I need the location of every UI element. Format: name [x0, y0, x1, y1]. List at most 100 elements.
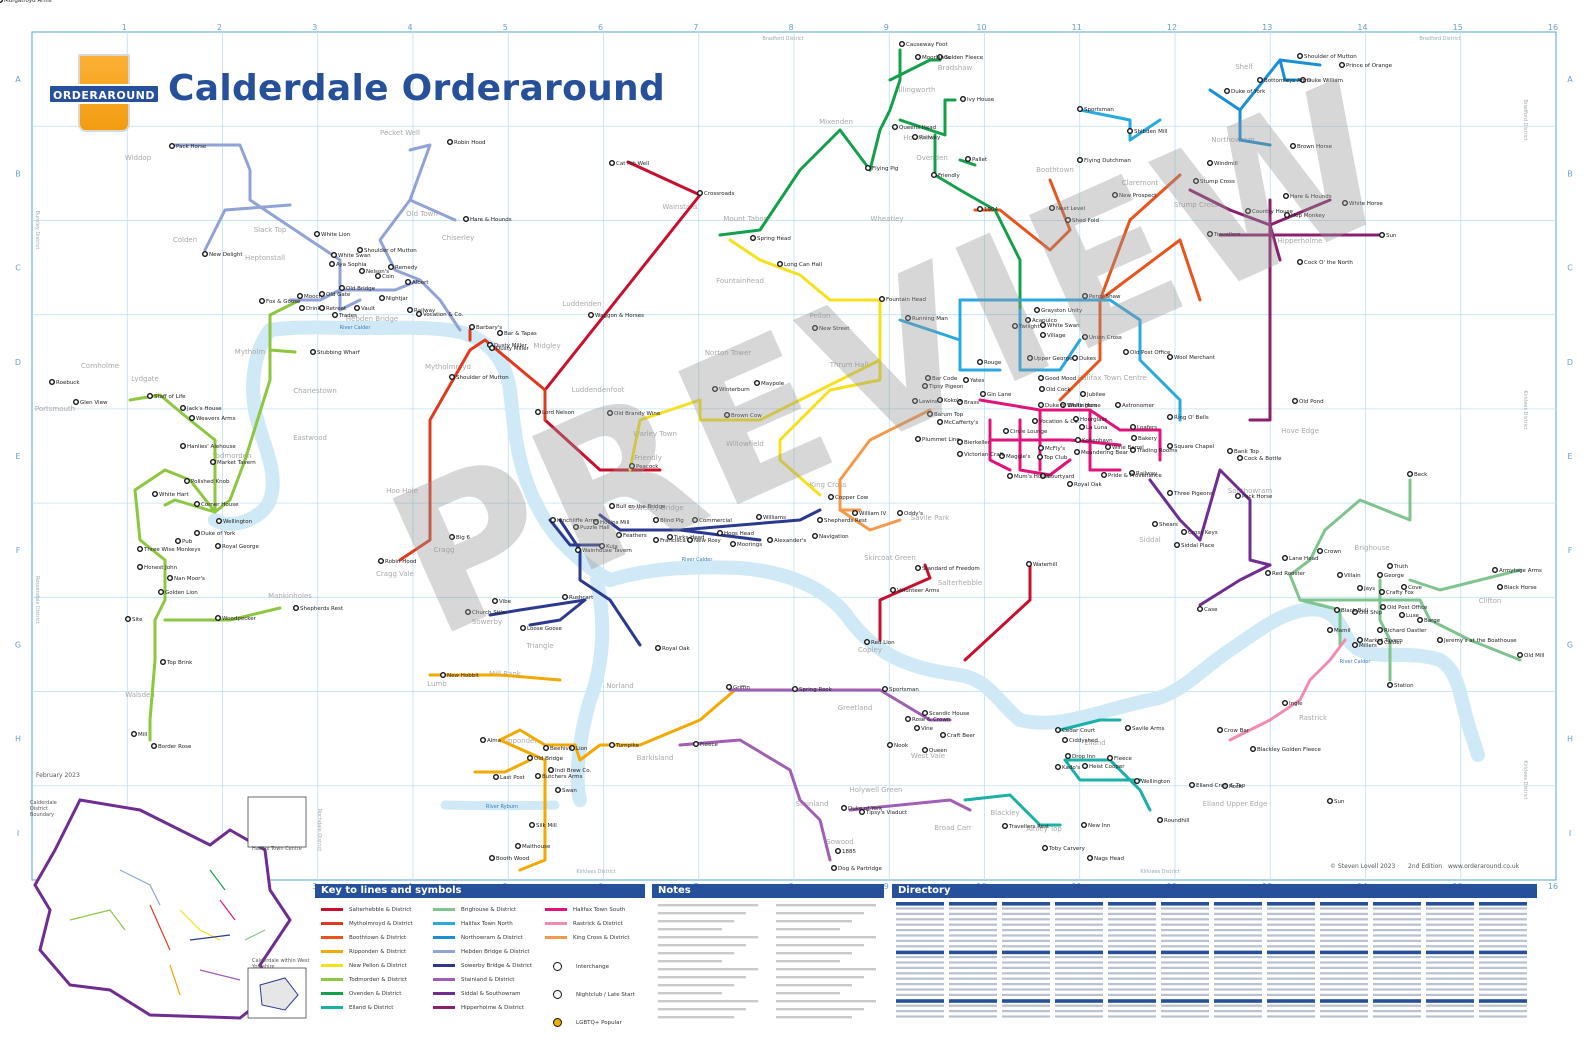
directory-entry-line	[1479, 1015, 1527, 1018]
area-name: Hipperholme	[1278, 237, 1323, 245]
district-border-label: Kirklees District	[1522, 390, 1528, 429]
station-marker	[1122, 349, 1129, 356]
station-marker	[1196, 606, 1203, 613]
station-marker	[1336, 572, 1343, 579]
directory-entry-line	[1161, 918, 1209, 921]
directory-entry-line	[1426, 956, 1474, 959]
station-marker	[1436, 637, 1443, 644]
station-marker	[754, 380, 761, 387]
directory-entry-line	[1320, 907, 1368, 910]
station-label: Malthouse	[522, 844, 551, 850]
station-marker	[497, 330, 504, 337]
station-marker	[293, 605, 300, 612]
station-marker	[593, 519, 600, 526]
station-marker	[1039, 332, 1046, 339]
area-name: Halifax Town Centre	[1077, 374, 1147, 382]
station-marker	[1282, 192, 1289, 199]
station-label: Sportsman	[889, 687, 919, 693]
grid-row-label: D	[1567, 358, 1573, 367]
notes-text-line	[658, 952, 734, 955]
station-label: Pub	[182, 539, 193, 545]
directory-entry-line	[1002, 1010, 1050, 1013]
directory-lines	[896, 902, 1527, 1018]
area-name: Hebden Bridge	[346, 315, 398, 323]
directory-entry-line	[896, 1010, 944, 1013]
station-marker	[469, 324, 476, 331]
grid-row-label: E	[15, 452, 20, 461]
directory-entry-line	[1161, 966, 1209, 969]
station-marker	[1376, 627, 1383, 634]
grid-col-label: 12	[1167, 23, 1177, 32]
line-swatch	[433, 908, 455, 911]
station-label: Ivy House	[967, 97, 995, 103]
station-marker	[828, 494, 835, 501]
station-marker	[588, 312, 595, 319]
area-name: Broad Carr	[934, 824, 972, 832]
key-label: New Pellon & District	[349, 963, 407, 969]
directory-entry-line	[896, 983, 944, 986]
directory-entry-line	[1479, 934, 1527, 937]
station-label: Hollins Mill	[600, 520, 630, 526]
directory-entry-line	[1267, 929, 1315, 932]
directory-entry-line	[1267, 939, 1315, 942]
district-border-label: Kirklees District	[576, 869, 615, 875]
station-marker	[859, 809, 866, 816]
station-label: Pack Horse	[1242, 494, 1273, 500]
station-marker	[915, 565, 922, 572]
station-label: Twilight	[1018, 324, 1041, 330]
station-marker	[687, 537, 694, 544]
directory-entry-line	[896, 1015, 944, 1018]
station-label: Rouge	[984, 360, 1002, 366]
line-swatch	[545, 908, 567, 911]
directory-entry-line	[1108, 950, 1156, 955]
station-marker	[1133, 778, 1140, 785]
station-label: Pallet	[972, 157, 988, 163]
station-label: Drink	[306, 306, 322, 312]
area-name: Fountainhead	[716, 277, 764, 285]
directory-entry-line	[1108, 1004, 1156, 1007]
station-marker	[1129, 424, 1136, 431]
directory-entry-line	[1055, 907, 1103, 910]
station-label: Bakery	[1138, 436, 1158, 442]
station-marker	[864, 639, 871, 646]
notes-text-line	[658, 944, 746, 947]
station-marker	[550, 517, 557, 524]
grid-row-label: C	[1567, 264, 1573, 273]
station-marker	[375, 273, 382, 280]
station-marker	[314, 230, 321, 237]
directory-entry-line	[949, 1010, 997, 1013]
station-label: Nightjar	[386, 296, 409, 302]
grid-row-label: G	[1567, 640, 1573, 649]
directory-entry-line	[1479, 993, 1527, 996]
inset-town-label: Halifax Town Centre	[252, 846, 302, 852]
directory-entry-line	[896, 939, 944, 942]
station-label: Jeremy's at the Boathouse	[1443, 638, 1517, 644]
directory-entry-line	[1320, 939, 1368, 942]
area-name: Walsden	[125, 691, 155, 699]
grid-row-label: H	[15, 735, 21, 744]
station-label: Hare & Hounds	[1290, 194, 1332, 200]
station-marker	[416, 311, 423, 318]
area-name: Willowfield	[726, 440, 764, 448]
grid-col-label: 9	[884, 23, 889, 32]
logo-text: ORDERAROUND	[48, 84, 160, 104]
grid-row-label: A	[15, 75, 21, 84]
station-marker	[259, 298, 266, 305]
directory-entry-line	[1426, 907, 1474, 910]
notes-text-line	[658, 976, 746, 979]
directory-entry-line	[1426, 999, 1474, 1003]
station-label: Brown Cow	[731, 413, 762, 419]
station-label: Village	[1047, 333, 1066, 339]
station-label: Barbary's	[476, 325, 502, 331]
district-border-label: Bradford District	[1522, 99, 1528, 140]
key-entry: King Cross & District	[545, 934, 629, 942]
grid-row-label: D	[15, 358, 21, 367]
directory-entry-line	[1373, 929, 1421, 932]
station-label: Maggie's	[1006, 454, 1031, 460]
directory-entry-line	[949, 912, 997, 915]
station-label: Wainhouse Tavern	[582, 548, 632, 554]
directory-entry-line	[1320, 983, 1368, 986]
line-swatch	[433, 922, 455, 925]
station-label: Mooch	[304, 294, 322, 300]
